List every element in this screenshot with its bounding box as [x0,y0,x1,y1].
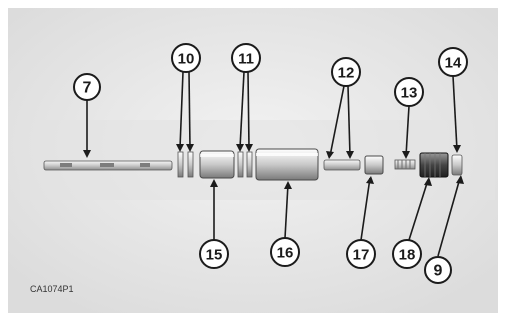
callout-15: 15 [199,239,229,269]
callout-13-label: 13 [401,85,418,102]
callout-14-circle [438,47,468,77]
callout-12-circle [331,57,361,87]
callout-9-label: 9 [434,263,443,280]
callout-10-circle [171,43,201,73]
part-7-rod [43,160,173,171]
callout-9-circle [424,256,452,284]
callout-12-label: 12 [338,65,355,82]
callout-15-circle [199,239,229,269]
callout-12: 12 [331,57,361,87]
callout-15-label: 15 [206,247,223,264]
callout-11-label: 11 [238,51,254,68]
part-12-pin [323,159,361,171]
callout-16: 16 [270,237,300,267]
leader-arrowheads [83,144,464,189]
part-18-nut [419,152,449,178]
part-9-washer [451,154,463,176]
callout-7-circle [73,73,101,101]
callout-13: 13 [394,77,424,107]
part-15-sleeve [199,150,235,179]
callout-17: 17 [346,239,376,269]
callout-11: 11 [231,43,261,73]
callout-14-label: 14 [445,55,462,72]
callout-9: 9 [424,256,452,284]
callout-18: 18 [392,239,422,269]
callout-16-label: 16 [277,245,294,262]
callout-14: 14 [438,47,468,77]
callout-7: 7 [73,73,101,101]
callout-17-circle [346,239,376,269]
part-11-rings [237,151,253,178]
figure-caption-code: CA1074P1 [30,284,74,294]
callout-17-label: 17 [353,247,370,264]
callout-18-label: 18 [399,247,416,264]
callout-10: 10 [171,43,201,73]
part-13-spring [394,159,416,170]
callout-16-circle [270,237,300,267]
part-16-housing [255,148,319,181]
callout-11-circle [231,43,261,73]
callout-18-circle [392,239,422,269]
callout-10-label: 10 [178,51,195,68]
callout-13-circle [394,77,424,107]
leader-lines [86,71,461,257]
part-10-seal-rings [177,151,194,178]
callout-7-label: 7 [83,80,92,97]
part-17-collar [364,155,384,175]
